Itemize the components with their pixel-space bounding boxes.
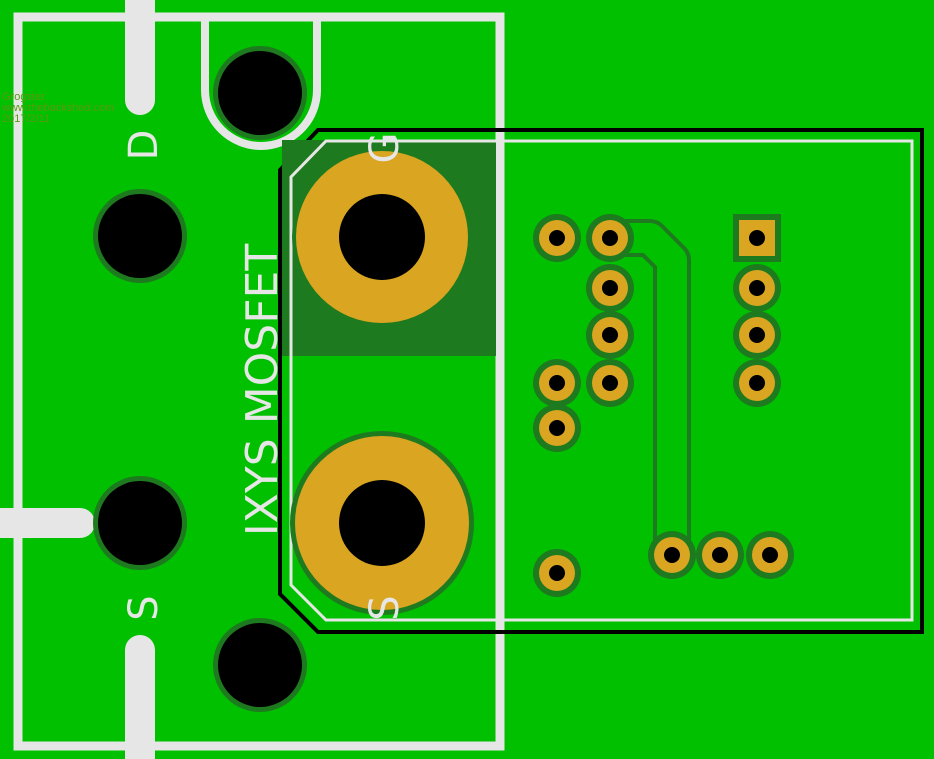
small-pad xyxy=(586,359,634,407)
small-pad xyxy=(586,214,634,262)
small-pad xyxy=(533,549,581,597)
small-pad xyxy=(648,531,696,579)
gate-pad xyxy=(292,147,472,327)
small-pad xyxy=(733,311,781,359)
watermark-date: 2017/2/11 xyxy=(2,113,50,125)
watermark-site: www.thebackshed.com xyxy=(1,102,115,114)
left-holes xyxy=(93,46,307,712)
label-source-right: S xyxy=(362,595,408,620)
small-pads xyxy=(533,214,794,597)
small-pad xyxy=(586,264,634,312)
board-outline xyxy=(13,12,505,751)
watermark-author: Grogster xyxy=(2,91,45,103)
label-drain: D xyxy=(121,130,167,161)
small-pad xyxy=(696,531,744,579)
small-pad xyxy=(533,214,581,262)
module-outline xyxy=(278,128,924,634)
small-pad xyxy=(746,531,794,579)
mounting-arc xyxy=(201,17,321,150)
source-pad xyxy=(290,431,474,615)
module-silk-outline xyxy=(289,139,914,622)
small-pad xyxy=(733,359,781,407)
small-pad xyxy=(586,311,634,359)
label-part: IXYS MOSFET xyxy=(237,244,288,537)
small-pad xyxy=(533,359,581,407)
small-pad xyxy=(733,264,781,312)
label-source-left: S xyxy=(121,595,167,620)
label-gate: G xyxy=(362,133,408,164)
square-pad-pin1 xyxy=(733,214,781,262)
small-pad xyxy=(533,404,581,452)
